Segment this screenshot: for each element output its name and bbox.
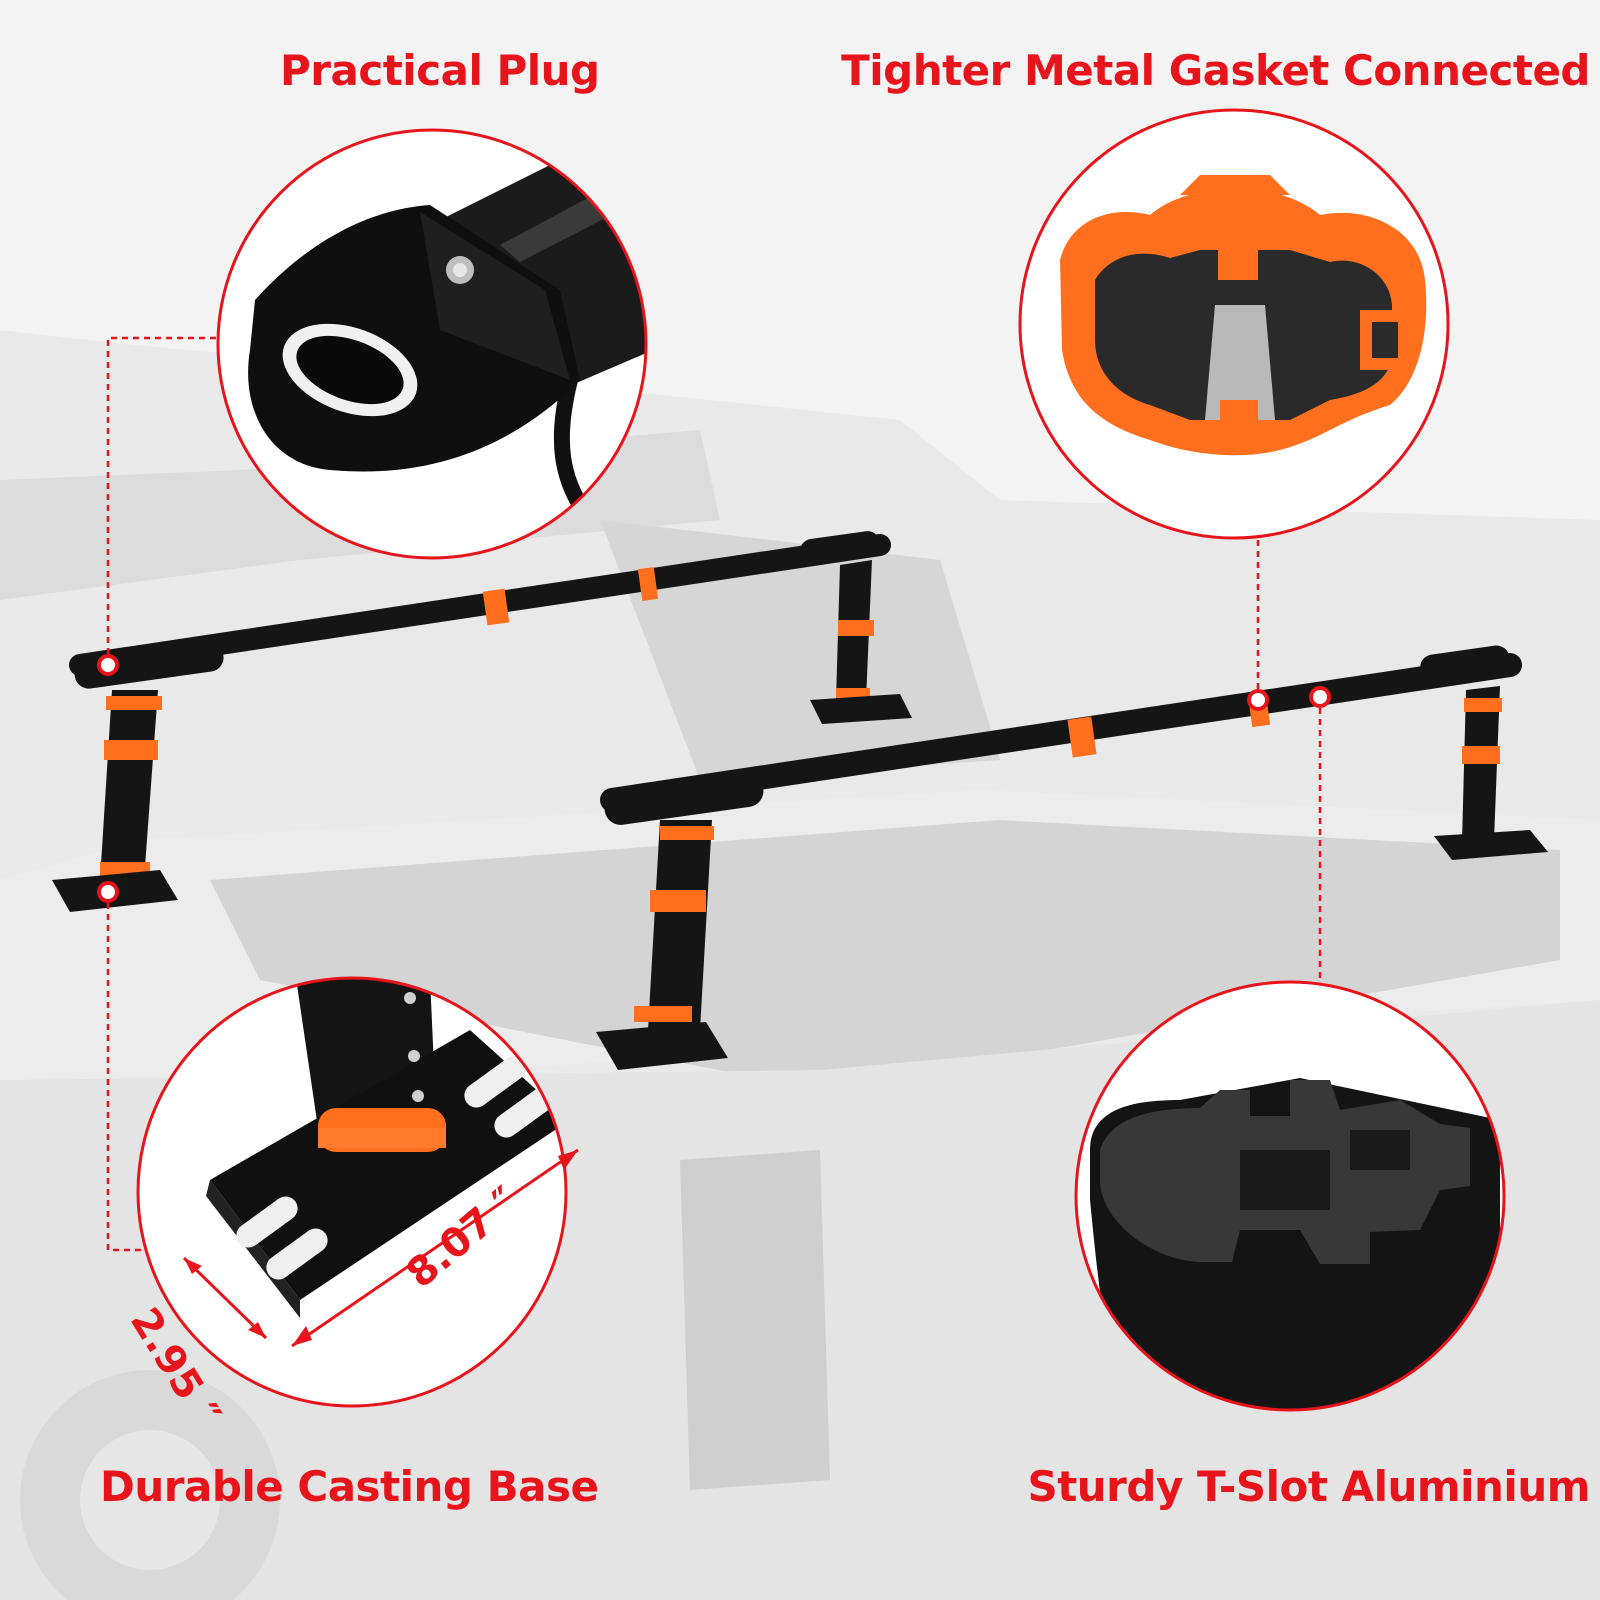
casting-base-closeup [136,976,579,1408]
callout-practical-plug: Practical Plug [280,46,600,95]
rack-front [596,645,1548,1070]
gasket-closeup [1018,108,1450,540]
callout-t-slot-aluminium: Sturdy T-Slot Aluminium [1027,1462,1590,1511]
callout-metal-gasket: Tighter Metal Gasket Connected [841,46,1590,95]
callout-casting-base: Durable Casting Base [100,1462,599,1511]
rack-rear [52,531,912,912]
callout-dots [97,654,1331,903]
truck-background [0,330,1600,1600]
callout-connectors [106,336,1322,1252]
t-slot-profile-closeup [1074,980,1506,1412]
dimension-arrows [182,1148,579,1348]
